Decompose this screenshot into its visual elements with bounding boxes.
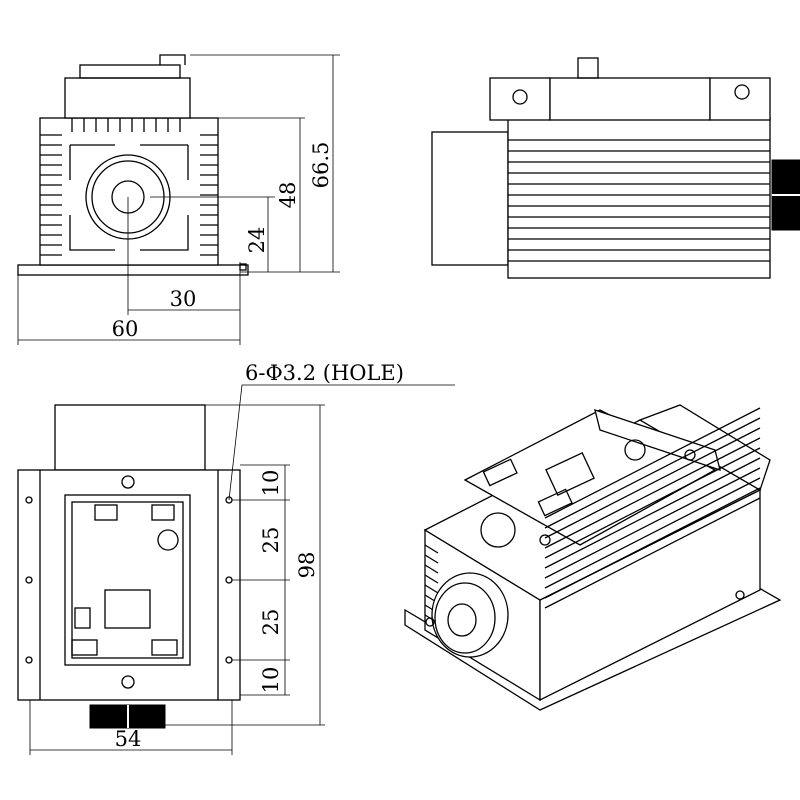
- fin: [544, 417, 761, 529]
- back-view: [17, 384, 455, 755]
- dim-25-upper: 25: [259, 527, 283, 554]
- fin: [544, 467, 761, 579]
- isometric-view: [404, 404, 782, 711]
- front-view: [17, 54, 340, 345]
- fin: [424, 554, 439, 564]
- fin: [544, 497, 761, 609]
- dim-54: 54: [115, 727, 142, 751]
- dim-60: 60: [112, 317, 139, 341]
- dim-10-bottom: 10: [259, 667, 283, 694]
- fin: [424, 564, 439, 574]
- side-view: [431, 57, 800, 279]
- fin: [424, 574, 439, 584]
- fin: [544, 487, 761, 599]
- dim-10-top: 10: [259, 470, 283, 497]
- fin: [544, 447, 761, 559]
- fin: [544, 437, 761, 549]
- fin: [544, 457, 761, 569]
- hole-note: 6-Φ3.2 (HOLE): [245, 361, 404, 385]
- dim-48: 48: [276, 182, 300, 209]
- fin: [424, 584, 439, 594]
- fin: [544, 407, 761, 519]
- dim-66-5: 66.5: [309, 142, 333, 189]
- dim-30: 30: [170, 287, 197, 311]
- fin: [424, 544, 439, 554]
- dim-24: 24: [245, 227, 269, 254]
- dim-25-lower: 25: [259, 609, 283, 636]
- fin: [544, 427, 761, 539]
- dim-98: 98: [295, 552, 319, 579]
- fin: [544, 477, 761, 589]
